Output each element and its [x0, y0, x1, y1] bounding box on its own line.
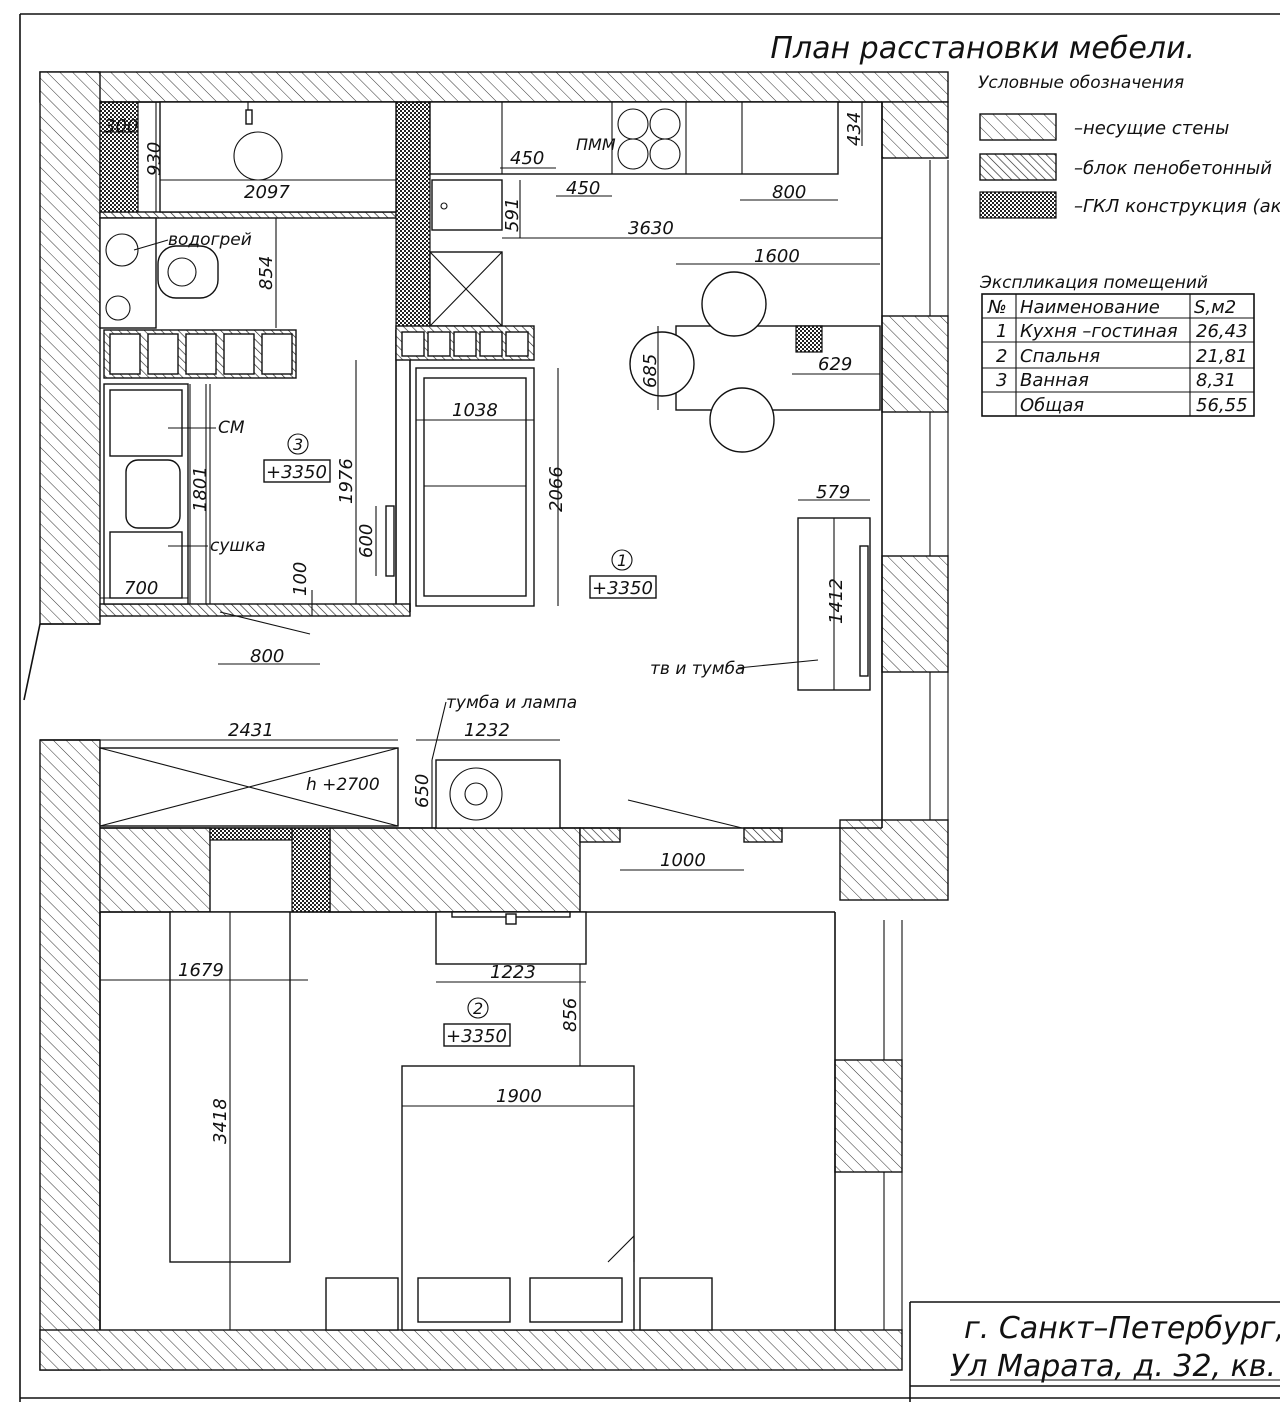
- dim-856: 856: [560, 998, 581, 1032]
- storage-boxes: [103, 329, 297, 379]
- dim-2097: 2097: [244, 182, 290, 203]
- lamp: [449, 767, 503, 821]
- room-tag-kitchen-living: 1 +3350: [589, 549, 657, 599]
- dim-1801: 1801: [190, 466, 211, 512]
- legend-heading: Условные обозначения: [978, 73, 1184, 93]
- drawing-title: План расстановки мебели.: [770, 31, 1195, 66]
- legend-swatch-gkl: [979, 191, 1057, 219]
- table-row-3-area: 8,31: [1196, 370, 1236, 391]
- washer-label: СМ: [218, 418, 245, 438]
- legend-item-bearing: –несущие стены: [1074, 118, 1229, 139]
- explication-heading: Экспликация помещений: [979, 273, 1208, 293]
- dim-1223: 1223: [490, 962, 536, 983]
- dim-1976: 1976: [336, 458, 357, 504]
- table-row-1-num: 1: [996, 321, 1007, 342]
- dim-700: 700: [124, 578, 158, 599]
- svg-text:3: 3: [293, 435, 303, 454]
- table-row-total-name: Общая: [1020, 395, 1084, 416]
- boiler-circle: [105, 233, 139, 267]
- dim-2431: 2431: [228, 720, 274, 741]
- bedroom: [169, 911, 713, 1331]
- tv-label: тв и тумба: [650, 659, 745, 679]
- explication-table: Экспликация помещений № Наименование S,м…: [979, 273, 1255, 417]
- legend-item-gkl: –ГКЛ конструкция (ак: [1074, 196, 1280, 217]
- room-tag-bathroom: 3 +3350: [263, 433, 331, 483]
- kitchen: ПММ: [159, 101, 839, 361]
- address-city: г. Санкт–Петербург,: [964, 1311, 1280, 1346]
- dim-930: 930: [144, 142, 165, 176]
- table-row-total-area: 56,55: [1196, 395, 1248, 416]
- address-street: Ул Марата, д. 32, кв. 9: [950, 1349, 1280, 1384]
- dim-3630: 3630: [628, 218, 674, 239]
- dim-685: 685: [640, 354, 661, 388]
- boiler-label: водогрей: [168, 230, 252, 250]
- dim-629: 629: [818, 354, 852, 375]
- dim-854: 854: [256, 256, 277, 290]
- table-row-1-area: 26,43: [1196, 321, 1248, 342]
- title-block: г. Санкт–Петербург, Ул Марата, д. 32, кв…: [909, 1301, 1280, 1402]
- dim-1000: 1000: [660, 850, 706, 871]
- table-header-area: S,м2: [1194, 297, 1236, 318]
- dim-1900: 1900: [496, 1086, 542, 1107]
- dimension-lines: [100, 102, 882, 1330]
- foam-block-walls: [99, 211, 783, 843]
- legend-swatch-bearing: [979, 113, 1057, 141]
- legend-item-block: –блок пенобетонный: [1074, 158, 1272, 179]
- chair: [701, 271, 767, 337]
- nightstand: [325, 1277, 399, 1331]
- table-row-2-area: 21,81: [1196, 346, 1248, 367]
- dim-450-upper: 450: [510, 148, 544, 169]
- dim-3418: 3418: [210, 1098, 231, 1144]
- dim-1412: 1412: [826, 578, 847, 624]
- dim-600: 600: [356, 524, 377, 558]
- legend-swatch-block: [979, 153, 1057, 181]
- dim-1038: 1038: [452, 400, 498, 421]
- svg-text:+3350: +3350: [446, 1026, 507, 1047]
- bathroom: водогрей СМ сушка: [99, 217, 395, 635]
- svg-text:+3350: +3350: [592, 578, 653, 599]
- living-room: тв и тумба h +2700 тумба и лампа: [99, 271, 881, 829]
- wardrobe-height: h +2700: [306, 775, 380, 795]
- dim-434: 434: [844, 112, 865, 146]
- dim-591: 591: [502, 198, 523, 232]
- dim-100: 100: [290, 562, 311, 596]
- dim-800-kitchen: 800: [772, 182, 806, 203]
- dim-1232: 1232: [464, 720, 510, 741]
- svg-text:1: 1: [617, 551, 627, 570]
- room-tag-bedroom: 2 +3350: [443, 997, 511, 1047]
- sink: [125, 459, 181, 529]
- dim-1679: 1679: [178, 960, 224, 981]
- washing-machine: [109, 389, 183, 457]
- dim-1600: 1600: [754, 246, 800, 267]
- legend: Условные обозначения –несущие стены –бло…: [978, 73, 1280, 219]
- dim-579: 579: [816, 482, 850, 503]
- table-row-1-name: Кухня –гостиная: [1020, 321, 1178, 342]
- toilet-bowl: [167, 257, 197, 287]
- table-row-2-num: 2: [996, 346, 1007, 367]
- table-row-3-name: Ванная: [1020, 370, 1089, 391]
- table-row-3-num: 3: [996, 370, 1007, 391]
- table-header-num: №: [987, 297, 1007, 318]
- dim-800-door: 800: [250, 646, 284, 667]
- dimension-labels: 300 930 2097 450 450 434 800 591 3630 85…: [104, 112, 865, 1144]
- sheet-frame: [19, 13, 1280, 1402]
- dim-300: 300: [104, 116, 138, 137]
- dryer-label: сушка: [210, 536, 266, 556]
- nightstand-lamp-label: тумба и лампа: [446, 693, 577, 713]
- dim-450-lower: 450: [566, 178, 600, 199]
- svg-text:+3350: +3350: [266, 462, 327, 483]
- svg-text:2: 2: [473, 999, 483, 1018]
- table-header-name: Наименование: [1020, 297, 1160, 318]
- bearing-walls: [39, 71, 949, 1371]
- dishwasher-label: ПММ: [576, 135, 616, 154]
- dim-650: 650: [412, 774, 433, 808]
- kitchen-counter: [429, 101, 839, 175]
- kitchen-sink: [431, 179, 503, 231]
- dim-2066: 2066: [546, 466, 567, 512]
- table-row-2-name: Спальня: [1020, 346, 1100, 367]
- dining-table: [675, 325, 881, 411]
